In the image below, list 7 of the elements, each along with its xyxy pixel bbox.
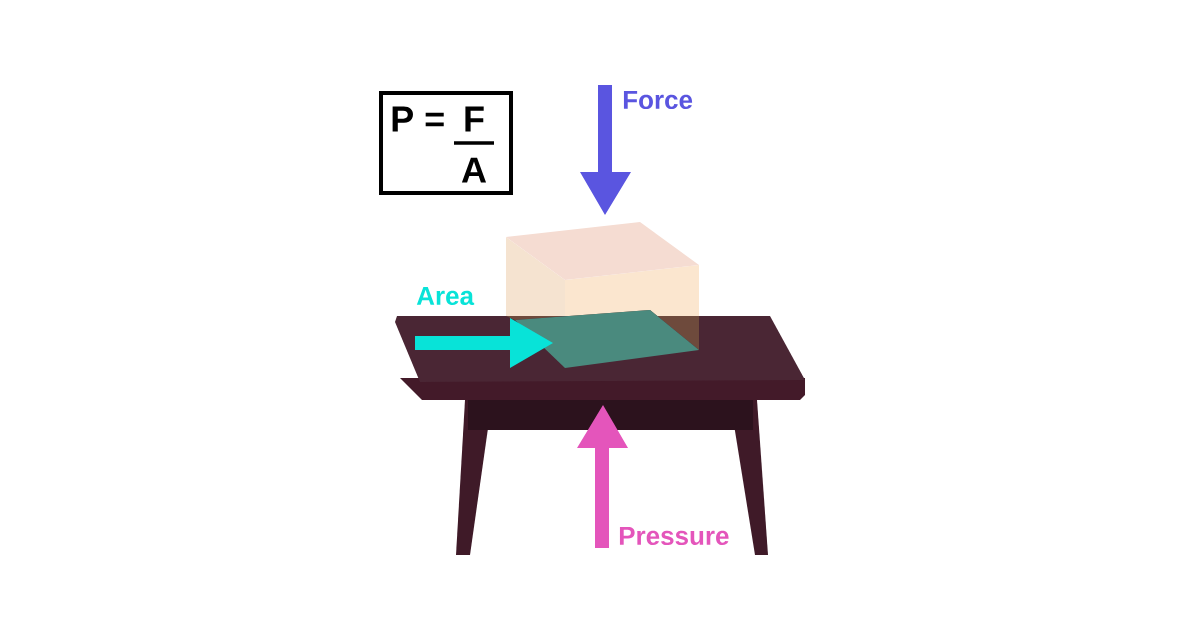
- formula-box: [379, 91, 513, 195]
- force-label: Area: [416, 286, 475, 306]
- numerator: F: [465, 106, 484, 132]
- force-label: Force: [623, 90, 693, 110]
- formula-text: P =: [392, 106, 444, 132]
- denominator: A: [461, 157, 487, 183]
- force-label: Pressure: [619, 526, 729, 546]
